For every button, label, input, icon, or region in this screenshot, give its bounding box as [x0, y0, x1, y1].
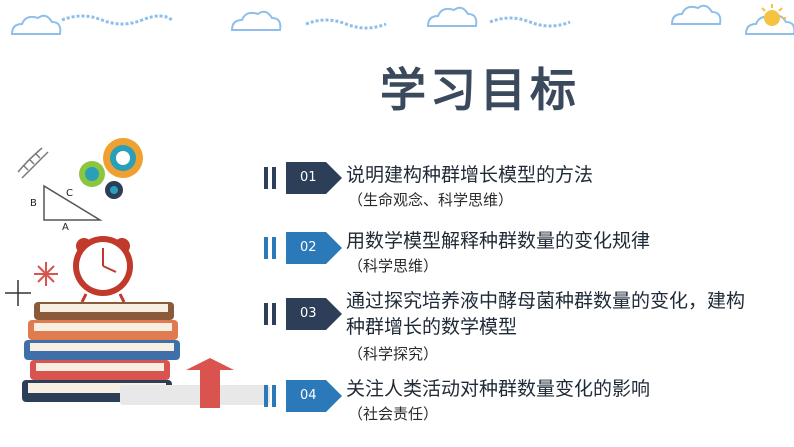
objective-item: 04 关注人类活动对种群数量变化的影响 （社会责任）	[264, 378, 784, 430]
objective-number: 04	[300, 388, 317, 403]
cloud-decoration	[10, 4, 794, 35]
triangle-label-b: B	[30, 198, 37, 209]
objective-text: 说明建构种群增长模型的方法	[346, 164, 594, 186]
books-clock-illustration: C B A	[5, 138, 270, 408]
objective-text: 用数学模型解释种群数量的变化规律	[346, 230, 651, 252]
alarm-clock-icon	[73, 236, 133, 303]
objective-item: 02 用数学模型解释种群数量的变化规律 （科学思维）	[264, 230, 784, 282]
objective-text: 关注人类活动对种群数量变化的影响	[346, 378, 651, 400]
objective-number: 01	[300, 170, 317, 185]
book-stack	[22, 302, 270, 408]
page-title: 学习目标	[380, 63, 580, 117]
objective-text: 通过探究培养液中酵母菌种群数量的变化，建构种群增长的数学模型	[346, 290, 746, 338]
objective-competency: （生命观念、科学思维）	[348, 191, 514, 209]
objective-item: 01 说明建构种群增长模型的方法 （生命观念、科学思维）	[264, 160, 784, 212]
objective-number: 03	[300, 306, 317, 321]
objective-item: 03 通过探究培养液中酵母菌种群数量的变化，建构种群增长的数学模型 （科学探究）	[264, 290, 784, 368]
objective-competency: （社会责任）	[348, 405, 439, 423]
triangle-label-a: A	[62, 222, 69, 233]
objective-arrow-icon	[264, 298, 342, 330]
sparkle-icon	[34, 262, 58, 286]
triangle-diagram	[43, 184, 103, 221]
objective-number: 02	[300, 240, 317, 255]
sparkle-icon	[5, 280, 31, 306]
objective-arrow-icon	[264, 162, 342, 194]
objective-arrow-icon	[264, 380, 342, 412]
dna-icon	[17, 147, 49, 179]
objective-arrow-icon	[264, 232, 342, 264]
triangle-label-c: C	[66, 188, 73, 199]
objective-competency: （科学探究）	[348, 345, 439, 363]
gear-icon	[79, 138, 143, 199]
objective-competency: （科学思维）	[348, 257, 439, 275]
